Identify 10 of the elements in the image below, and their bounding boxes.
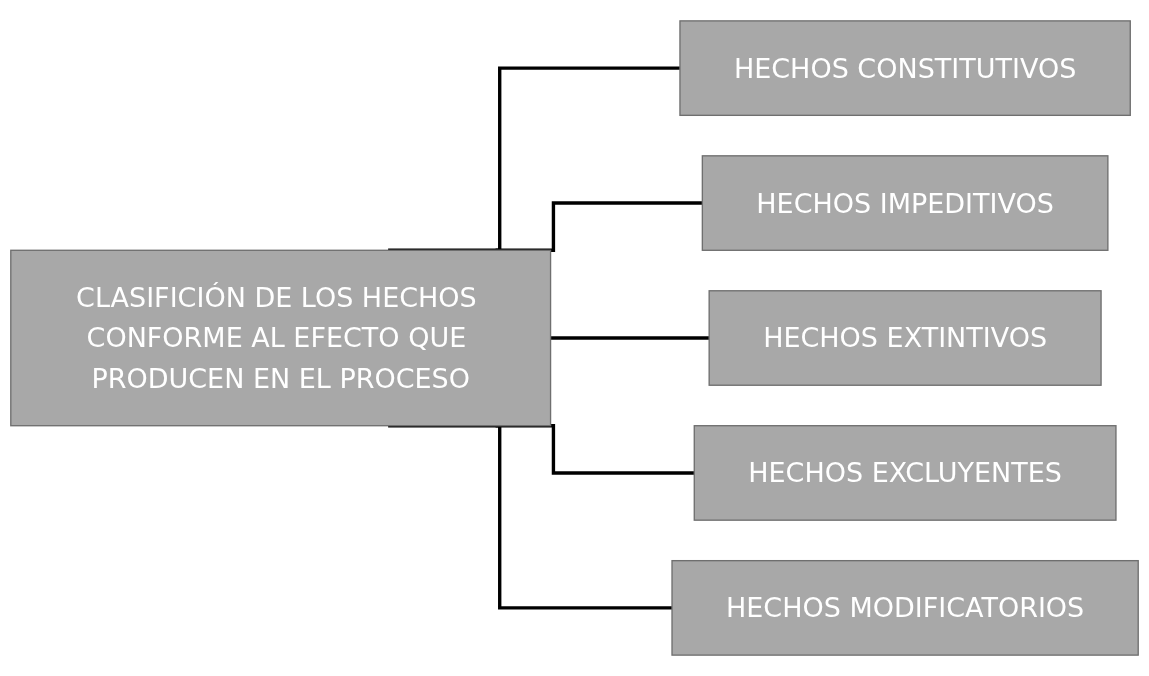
node-box: HECHOS IMPEDITIVOS [701,155,1109,251]
connector [495,201,703,252]
node-box: HECHOS EXCLUYENTES [693,425,1117,521]
connector [388,424,672,610]
node-box: HECHOS EXTINTIVOS [708,290,1102,386]
connector [388,66,680,252]
node-box: HECHOS MODIFICATORIOS [671,560,1139,656]
node-box: HECHOS CONSTITUTIVOS [679,20,1131,116]
node-box: CLASIFICIÓN DE LOS HECHOS CONFORME AL EFECTO QUE PRODUCEN EN EL PROCESO [10,249,552,427]
connector [550,336,710,340]
